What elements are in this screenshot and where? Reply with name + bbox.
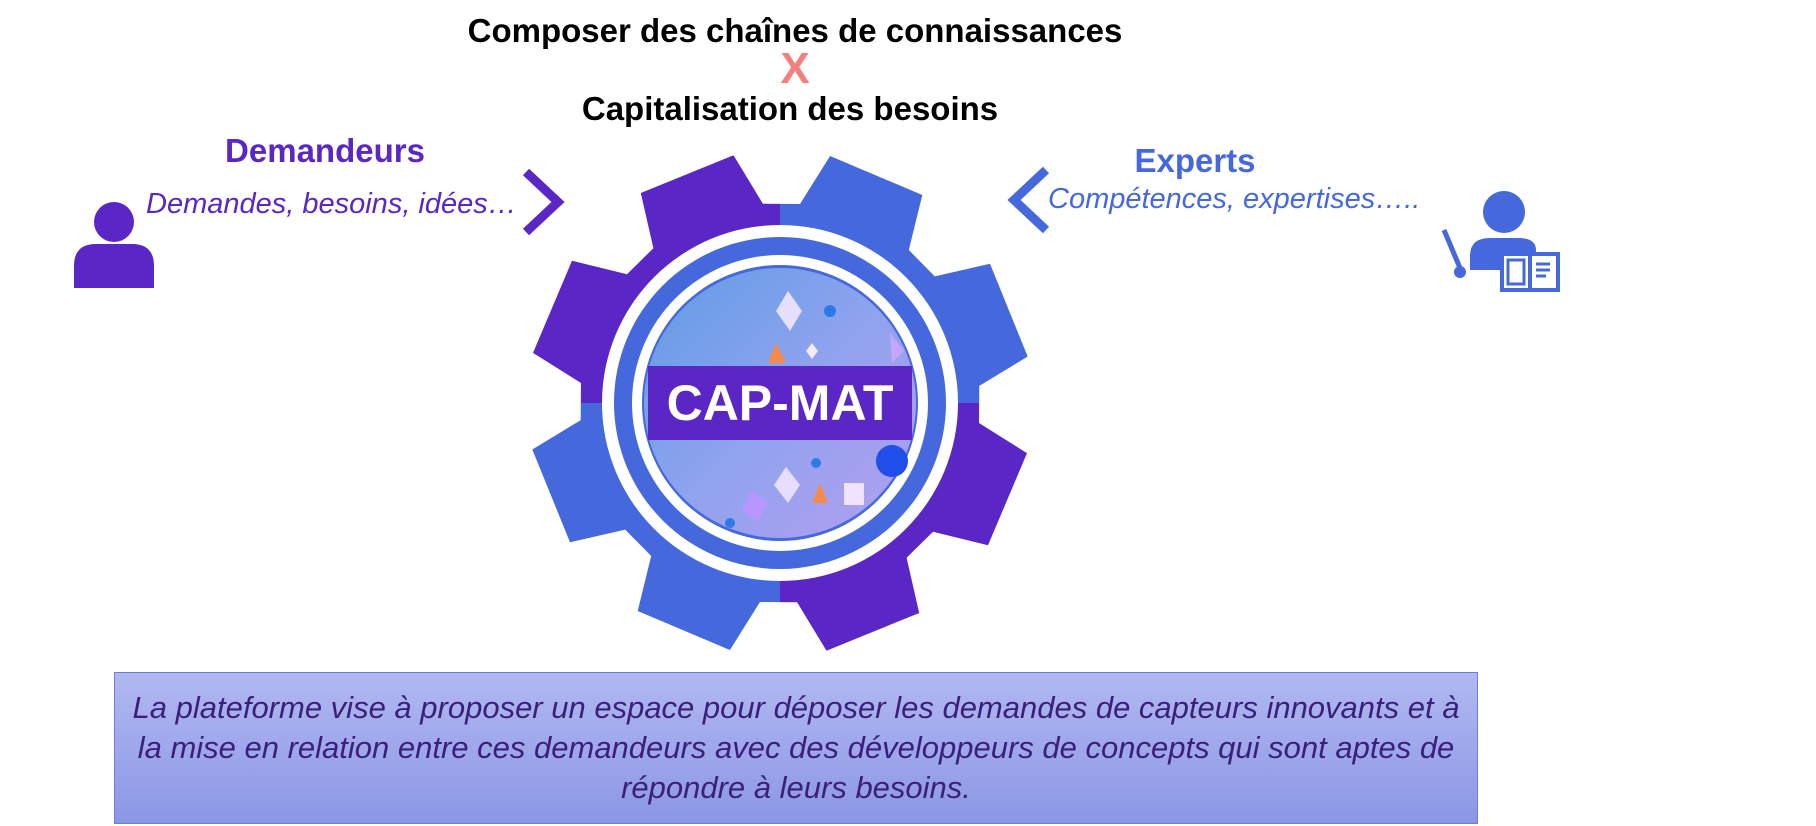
title-line-1: Composer des chaînes de connaissances xyxy=(467,12,1123,49)
title-separator: X xyxy=(780,44,810,93)
chevron-right-icon xyxy=(522,168,565,236)
decoration-shapes xyxy=(725,291,908,528)
center-label-box xyxy=(648,366,912,440)
experts-heading: Experts xyxy=(1134,142,1256,179)
description-box: La plateforme vise à proposer un espace … xyxy=(114,672,1478,824)
requesters-heading: Demandeurs xyxy=(225,132,425,169)
gear-icon: CAP-MAT xyxy=(520,148,1040,658)
center-label: CAP-MAT xyxy=(667,375,894,431)
experts-text: Compétences, expertises….. xyxy=(1048,183,1421,215)
teacher-icon xyxy=(1441,191,1560,292)
title-line-2: Capitalisation des besoins xyxy=(581,90,999,127)
description-text: La plateforme vise à proposer un espace … xyxy=(132,690,1460,805)
person-icon xyxy=(74,202,154,288)
chevron-left-icon xyxy=(1007,166,1050,234)
requesters-text: Demandes, besoins, idées… xyxy=(146,188,517,220)
